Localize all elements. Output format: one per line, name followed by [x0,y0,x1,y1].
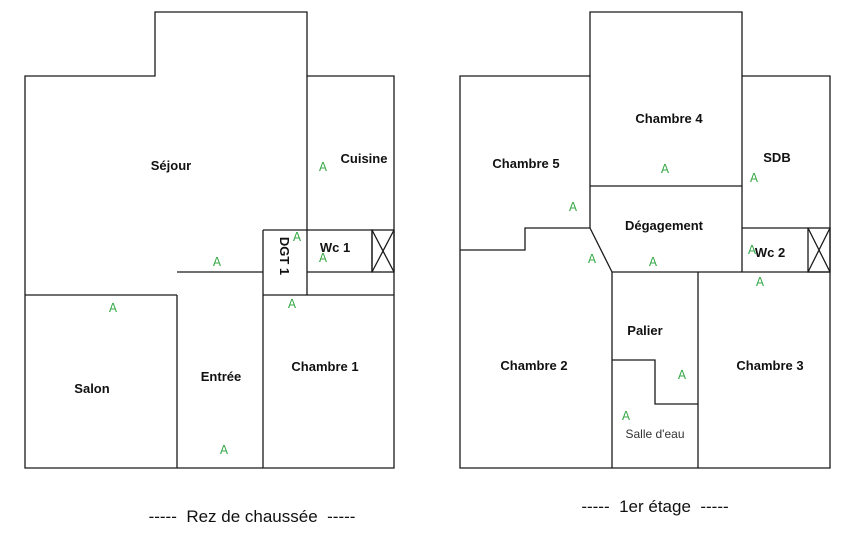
wall-palier [611,272,699,468]
room-label-wc1: Wc 1 [320,240,350,255]
marker-icon: A [293,230,302,244]
marker-icon: A [678,368,687,382]
room-label-cuisine: Cuisine [341,151,388,166]
shaft-box-ground [371,229,395,273]
wall-chambre4 [589,76,743,272]
first-floor-plan: Chambre 4 Chambre 5 SDB Dégagement Wc 2 … [459,11,831,516]
marker-icon: A [748,243,757,257]
wall-palier-step [612,359,698,405]
room-label-palier: Palier [627,323,662,338]
room-label-sejour: Séjour [151,158,191,173]
room-label-dgt: DGT 1 [277,237,292,275]
room-label-chambre1: Chambre 1 [291,359,358,374]
marker-icon: A [109,301,118,315]
room-label-salle-eau: Salle d'eau [625,427,684,441]
marker-icon: A [220,443,229,457]
room-label-chambre4: Chambre 4 [635,111,703,126]
room-label-chambre2: Chambre 2 [500,358,567,373]
marker-icon: A [213,255,222,269]
room-label-chambre5: Chambre 5 [492,156,559,171]
first-floor-outline [459,11,831,469]
wall-entree [176,230,264,468]
ground-floor-plan: Séjour Cuisine DGT 1 Wc 1 Salon Entrée C… [24,11,395,526]
room-label-entree: Entrée [201,369,241,384]
wall-dgt [263,229,394,296]
room-label-sdb: SDB [763,150,790,165]
shaft-cross-first [807,227,831,273]
shaft-box-first [807,227,831,273]
room-label-degagement: Dégagement [625,218,704,233]
room-label-salon: Salon [74,381,109,396]
shaft-cross-ground [371,229,395,273]
marker-icon: A [319,251,328,265]
marker-icon: A [649,255,658,269]
caption-first-floor: ----- 1er étage ----- [581,497,728,516]
wall-chambre5-stepped [460,227,613,273]
caption-ground-floor: ----- Rez de chaussée ----- [149,507,356,526]
marker-icon: A [750,171,759,185]
marker-icon: A [569,200,578,214]
marker-icon: A [319,160,328,174]
room-label-wc2: Wc 2 [755,245,785,260]
marker-icon: A [661,162,670,176]
marker-icon: A [588,252,597,266]
room-label-chambre3: Chambre 3 [736,358,803,373]
marker-icon: A [622,409,631,423]
marker-icon: A [288,297,297,311]
marker-icon: A [756,275,765,289]
